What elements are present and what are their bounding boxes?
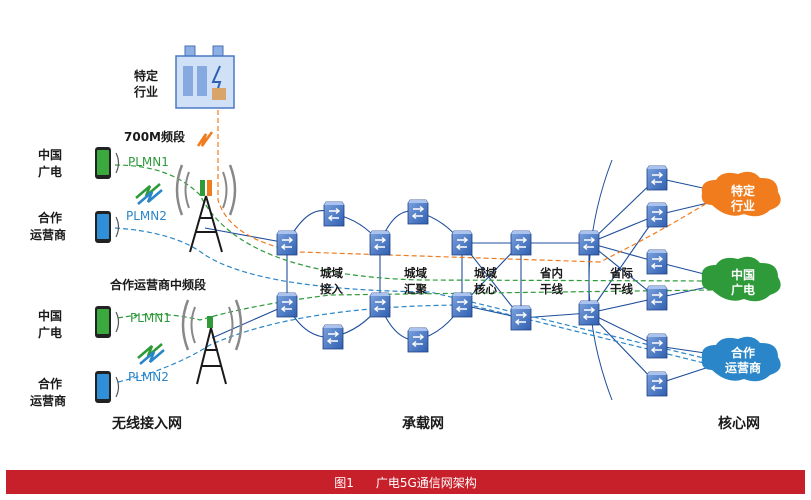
router-icon (510, 230, 532, 256)
router-icon (646, 165, 668, 191)
segment-label: 城域 (320, 266, 343, 280)
terminal-label-line2: 广电 (38, 325, 62, 340)
industry-label-line1: 特定 (134, 68, 158, 83)
terminal-label-line2: 运营商 (30, 393, 66, 408)
segment-label: 省内 (539, 266, 563, 280)
router-icon (276, 230, 298, 256)
cloud-label-line2: 运营商 (725, 360, 761, 375)
figure-caption: 广电5G通信网架构 (375, 475, 477, 490)
core-boundary-arc (588, 159, 613, 401)
router-icon (407, 327, 429, 353)
router-icon (276, 292, 298, 318)
router-icon (323, 201, 345, 227)
plmn-label: PLMN2 (126, 209, 167, 223)
cloud-broadcast: 中国 广电 (701, 256, 781, 302)
band-700m-label: 700M频段 (124, 129, 186, 144)
terminal-bottom-partner: 合作 运营商 PLMN2 (30, 370, 169, 408)
terminal-top-partner: 合作 运营商 PLMN2 (30, 209, 167, 243)
section-core: 核心网 (718, 415, 760, 432)
router-icon (510, 305, 532, 331)
terminal-label-line1: 合作 (38, 210, 62, 225)
segment-label: 干线 (540, 282, 563, 296)
bearer-routers (276, 165, 668, 397)
plmn-label: PLMN1 (128, 155, 169, 169)
industry-label-line2: 行业 (133, 84, 158, 99)
terminal-bottom-broadcast: 中国 广电 PLMN1 (38, 306, 171, 340)
cloud-label-line1: 特定 (731, 183, 755, 198)
terminal-label-line1: 中国 (38, 308, 62, 323)
partner-midband-label: 合作运营商中频段 (110, 277, 207, 292)
segment-label: 汇聚 (404, 282, 427, 296)
router-icon (407, 199, 429, 225)
plmn-label: PLMN2 (128, 370, 169, 384)
cloud-industry: 特定 行业 (701, 171, 781, 217)
segment-label: 城域 (474, 266, 497, 280)
terminal-label-line2: 广电 (38, 164, 62, 179)
router-icon (451, 230, 473, 256)
router-icon (646, 249, 668, 275)
cloud-label-line1: 中国 (731, 267, 755, 282)
router-icon (646, 371, 668, 397)
router-icon (646, 333, 668, 359)
cloud-label-line2: 广电 (731, 282, 755, 297)
terminal-label-line1: 合作 (38, 376, 62, 391)
terminal-label-line2: 运营商 (30, 227, 66, 242)
terminal-top-broadcast: 中国 广电 PLMN1 (38, 147, 169, 179)
segment-label: 干线 (610, 282, 633, 296)
cloud-partner: 合作 运营商 (701, 336, 781, 382)
section-wireless-access: 无线接入网 (111, 415, 182, 432)
section-bearer: 承载网 (402, 415, 444, 432)
figure-caption-bar: 图1 广电5G通信网架构 (6, 470, 805, 494)
tower-midband-icon (181, 299, 243, 385)
signal-bolt-icon (135, 183, 165, 365)
segment-label: 核心 (474, 282, 497, 296)
cloud-label-line1: 合作 (731, 345, 755, 360)
router-icon (322, 324, 344, 350)
router-icon (369, 230, 391, 256)
industry-building-icon (175, 45, 235, 109)
segment-label: 接入 (320, 282, 343, 296)
router-icon (646, 285, 668, 311)
cloud-label-line2: 行业 (730, 198, 755, 213)
segment-label: 省际 (609, 266, 633, 280)
router-icon (578, 230, 600, 256)
segment-labels: 城域 接入 城域 汇聚 城域 核心 省内 干线 省际 干线 (320, 266, 633, 296)
tower-700m-icon (175, 131, 237, 253)
plmn-label: PLMN1 (130, 311, 171, 325)
service-paths (114, 110, 713, 383)
router-icon (369, 292, 391, 318)
router-icon (646, 202, 668, 228)
segment-label: 城域 (404, 266, 427, 280)
router-icon (578, 300, 600, 326)
figure-number: 图1 (334, 475, 354, 490)
router-icon (451, 292, 473, 318)
terminal-label-line1: 中国 (38, 147, 62, 162)
